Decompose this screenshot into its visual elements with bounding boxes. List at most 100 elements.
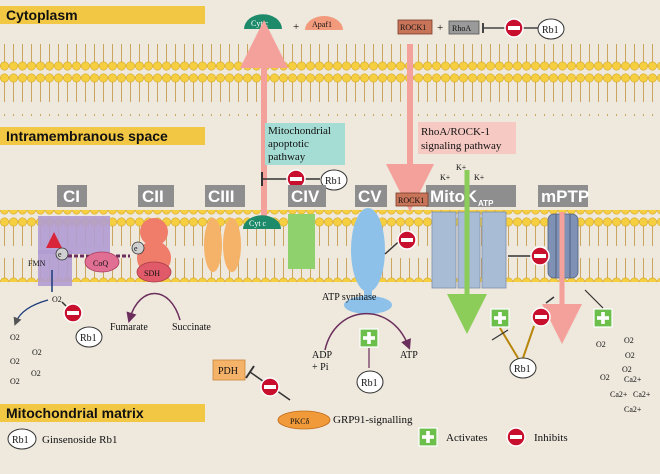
svg-text:e: e [134,244,138,253]
atp-label: ATP [400,350,418,361]
svg-text:Rb1: Rb1 [514,364,531,375]
succinate-conversion-arrow [126,292,181,324]
svg-text:K+: K+ [456,163,467,172]
matrix-banner: Mitochondrial matrix [0,404,205,422]
svg-text:RhoA: RhoA [452,24,471,33]
ciii-label: CIII [205,185,245,207]
svg-text:Rb1: Rb1 [542,25,559,36]
o2-ci: O2 [52,295,62,304]
svg-text:ROCK1: ROCK1 [398,196,424,205]
rock1-inhibition [384,230,417,255]
svg-text:O2: O2 [10,377,20,386]
grp91-label: GRP91-signalling [333,414,413,426]
svg-text:O2: O2 [31,369,41,378]
legend-activates: Activates [418,427,488,447]
svg-text:Cyt c: Cyt c [251,19,269,28]
svg-text:Rb1: Rb1 [361,378,378,389]
outer-membrane [0,44,660,116]
pdh: PDH [212,359,246,381]
mitok-mptp-inhibition [508,246,550,266]
rb1-ci: Rb1 [75,326,103,348]
svg-text:Ca2+: Ca2+ [624,375,642,384]
svg-text:O2: O2 [624,336,634,345]
rho-pathway-line2: signaling pathway [421,140,502,152]
svg-text:Cyt c: Cyt c [249,219,267,228]
svg-text:CV: CV [358,187,382,206]
fumarate-label: Fumarate [110,322,148,333]
complex-iv [288,214,315,269]
rock1-cytoplasm: ROCK1 [397,19,433,35]
superoxide-arrow [13,299,49,326]
plus-sign-2: + [437,22,443,34]
svg-text:Ca2+: Ca2+ [633,390,651,399]
coq: CoQ [68,251,130,273]
ci-label: CI [57,185,87,207]
svg-text:CI: CI [63,187,80,206]
svg-text:O2: O2 [596,340,606,349]
rhoa-inhibition [482,18,538,38]
apoptotic-pathway-line3: pathway [268,151,306,163]
cytoplasm-label: Cytoplasm [6,7,78,23]
cii-label: CII [138,185,174,207]
rb1-apoptotic: Rb1 [320,169,348,191]
rhoa: RhoA [448,20,480,35]
mptp-inhibit [531,307,551,327]
svg-text:ATP: ATP [478,199,494,208]
svg-text:O2: O2 [625,351,635,360]
svg-text:Activates: Activates [446,432,488,444]
svg-text:mPTP: mPTP [541,187,589,206]
succinate-label: Succinate [172,322,211,333]
apoptotic-inhibition [261,169,320,189]
calcium-ions: Ca2+ Ca2+ Ca2+ Ca2+ [610,375,651,414]
rb1-cv: Rb1 [356,370,384,394]
rock1-membrane: ROCK1 [395,192,429,207]
pkc-delta: PKCδ [277,410,331,430]
svg-text:CIII: CIII [208,187,234,206]
atp-synthesis-arrow [324,312,411,351]
complex-ii: e SDH [131,218,172,283]
svg-text:MitoK: MitoK [430,187,478,206]
potassium-ions: K+ K+ K+ [440,163,485,182]
matrix-label: Mitochondrial matrix [6,405,144,421]
adp-label: ADP [312,350,332,361]
intramembranous-banner: Intramembranous space [0,127,205,145]
pdh-inhibition [245,365,291,401]
svg-text:O2: O2 [622,365,632,374]
intramembranous-label: Intramembranous space [6,128,168,144]
svg-text:CoQ: CoQ [93,259,108,268]
mptp-activate [593,308,613,328]
svg-text:K+: K+ [474,173,485,182]
cv-label: CV [355,185,387,207]
superoxide-right: O2 O2 O2 O2 O2 [596,336,635,382]
mptp-label: mPTP [538,185,589,207]
svg-text:ROCK1: ROCK1 [400,23,426,32]
rb1-mitok: Rb1 [509,357,537,379]
ci-o2-inhibit [63,303,83,323]
cytoplasm-banner: Cytoplasm [0,6,205,24]
apaf1: Apaf1 [305,16,343,30]
svg-text:O2: O2 [32,348,42,357]
complex-i: e FMN [28,216,110,286]
atp-synthase-label: ATP synthase [322,292,377,303]
superoxide-left: O2 O2 O2 O2 O2 [10,333,42,386]
svg-text:Ca2+: Ca2+ [624,405,642,414]
svg-text:Rb1: Rb1 [12,435,29,446]
legend-inhibits: Inhibits [506,427,568,447]
rho-pathway-box [418,122,516,154]
svg-text:O2: O2 [600,373,610,382]
svg-text:Apaf1: Apaf1 [312,20,332,29]
svg-text:K+: K+ [440,173,451,182]
adp-pi-label: + Pi [312,362,329,373]
rb1-top: Rb1 [537,18,565,40]
mitok-activate [490,308,510,328]
svg-text:PKCδ: PKCδ [290,417,310,426]
complex-v [344,208,392,314]
svg-text:Rb1: Rb1 [325,176,342,187]
rho-pathway-line1: RhoA/ROCK-1 [421,126,490,138]
svg-text:CIV: CIV [291,187,320,206]
cytc-membrane: Cyt c [243,215,281,229]
complex-iii [204,218,241,272]
apoptotic-pathway-box [265,123,345,165]
